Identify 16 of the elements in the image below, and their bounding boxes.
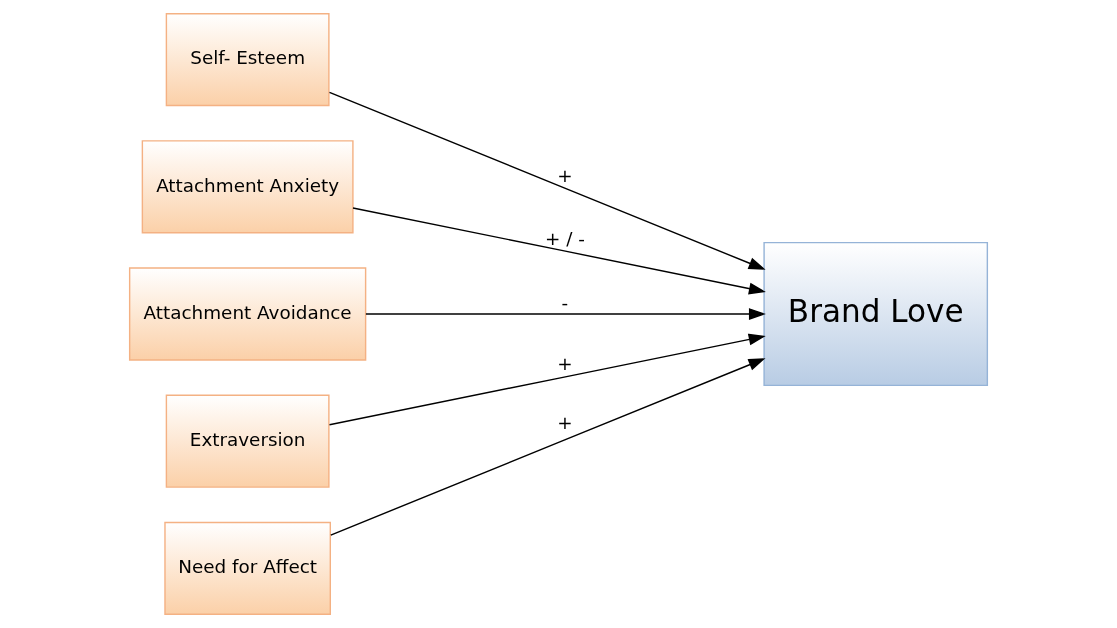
arrow: [330, 358, 766, 536]
edge-label: +: [557, 164, 573, 186]
node-box: Attachment Avoidance: [128, 267, 367, 361]
arrow: [328, 333, 766, 426]
node-box: Need for Affect: [164, 521, 331, 615]
arrow: [328, 91, 766, 270]
edge-label: +: [557, 412, 573, 434]
node-box: Brand Love: [763, 241, 989, 387]
edge-label: -: [561, 291, 569, 313]
edge-label: + / -: [544, 228, 585, 250]
edge-label: +: [557, 352, 573, 374]
node-box: Attachment Anxiety: [141, 140, 354, 234]
node-box: Extraversion: [165, 394, 330, 488]
arrow: [352, 207, 766, 295]
arrow: [365, 308, 766, 320]
node-box: Self- Esteem: [165, 13, 330, 107]
